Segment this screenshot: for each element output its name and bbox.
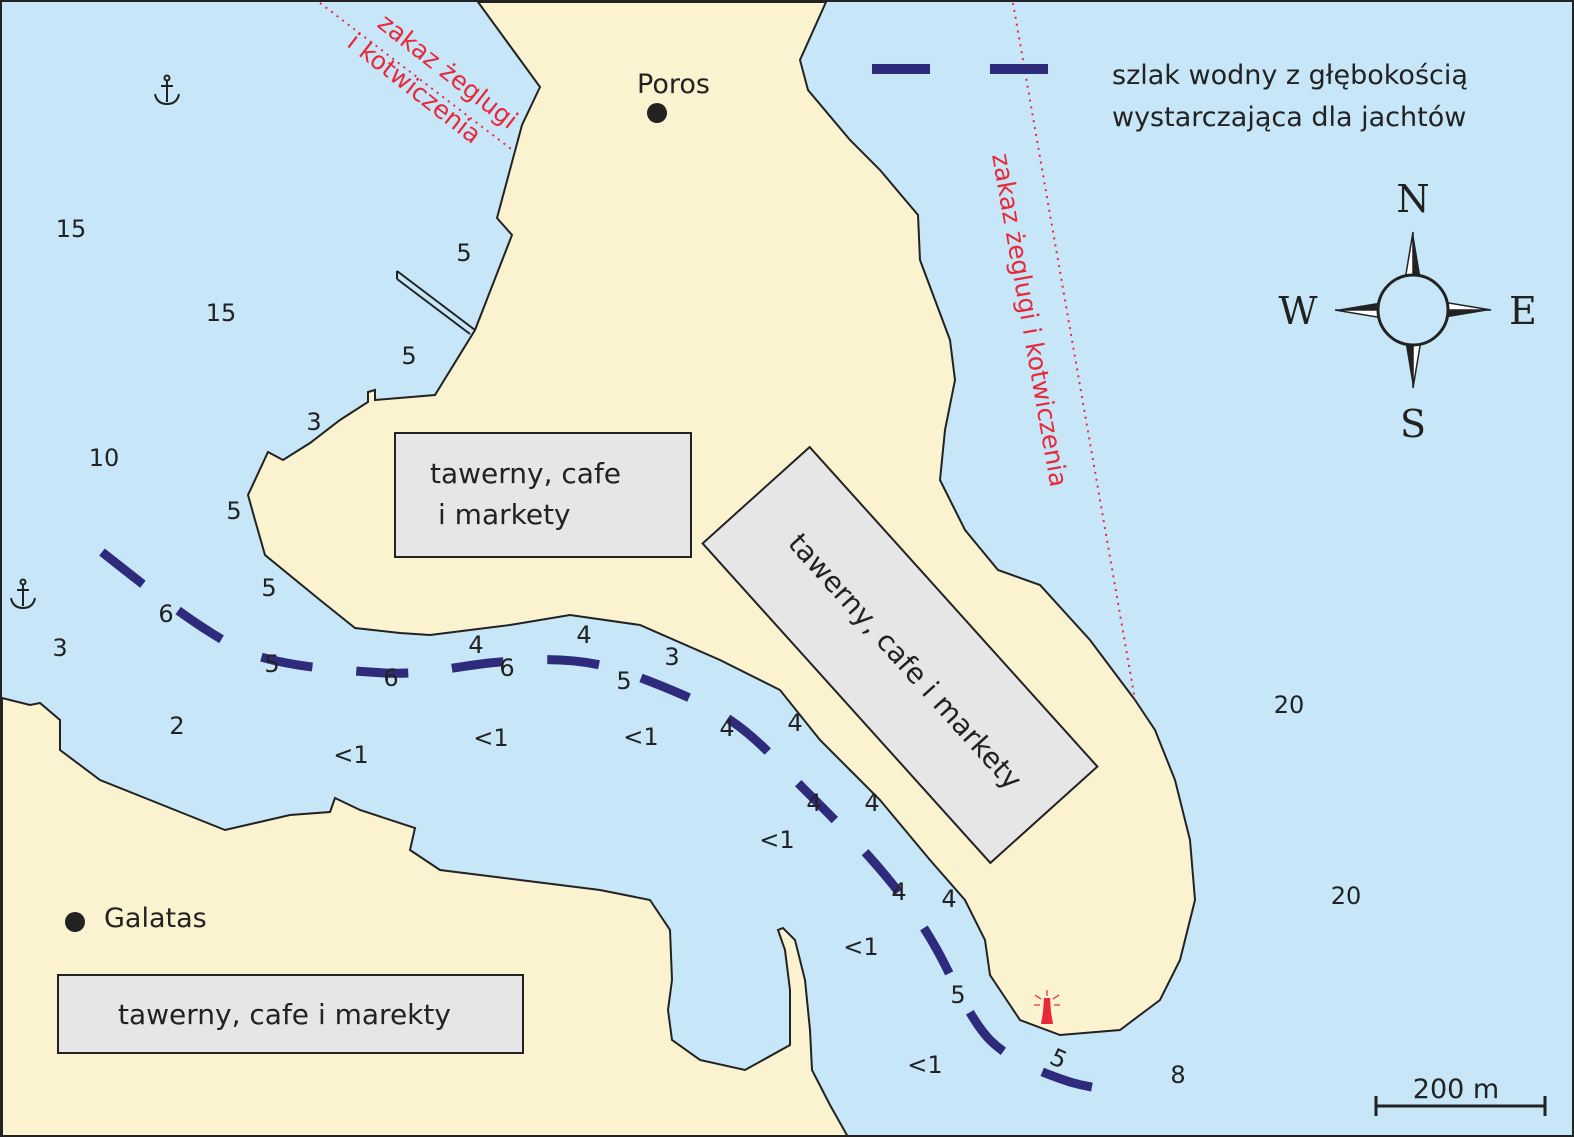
legend-line1: szlak wodny z głębokością (1112, 60, 1468, 91)
legend: szlak wodny z głębokością wystarczająca … (872, 60, 1468, 133)
restricted-zone-line-nw (319, 2, 516, 153)
depth-sounding: 5 (616, 667, 631, 695)
anchor-icon (154, 74, 180, 106)
commercial-box-galatas (57, 974, 524, 1054)
depth-sounding: 4 (941, 885, 956, 913)
depth-sounding: 20 (1274, 691, 1305, 719)
depth-sounding: 6 (499, 654, 514, 682)
compass-east: E (1509, 289, 1537, 333)
commercial-label-poros-west-line1: tawerny, cafe (430, 457, 621, 490)
depth-sounding: <1 (623, 723, 658, 751)
depth-sounding: 5 (261, 574, 276, 602)
legend-line2: wystarczająca dla jachtów (1112, 102, 1466, 133)
compass-west: W (1278, 289, 1317, 333)
depth-sounding: <1 (333, 741, 368, 769)
depth-sounding: 4 (576, 621, 591, 649)
commercial-box-poros-west (394, 432, 692, 558)
depth-sounding: 3 (52, 634, 67, 662)
yacht-waterway-route (99, 548, 1126, 1095)
depth-sounding: 10 (89, 444, 120, 472)
depth-sounding: 8 (1170, 1061, 1185, 1089)
depth-sounding: 2 (169, 712, 184, 740)
scale-label: 200 m (1413, 1074, 1499, 1105)
depth-soundings: 15 15 10 5 5 3 5 5 3 2 6 5 6 4 6 4 3 5 <… (52, 215, 1361, 1089)
depth-sounding: 5 (401, 342, 416, 370)
compass-rose-icon (1334, 231, 1492, 389)
depth-sounding: 5 (264, 650, 279, 678)
depth-sounding: 4 (891, 878, 906, 906)
galatas-town-dot-icon (65, 912, 85, 932)
town-label-galatas: Galatas (104, 903, 207, 934)
depth-sounding: <1 (843, 933, 878, 961)
depth-sounding: 20 (1331, 882, 1362, 910)
town-label-poros: Poros (637, 69, 710, 100)
depth-sounding: 4 (468, 631, 483, 659)
compass-north: N (1396, 177, 1429, 221)
restricted-zone-line-east (1012, 2, 1136, 701)
depth-sounding: 6 (383, 664, 398, 692)
depth-sounding: <1 (759, 826, 794, 854)
depth-sounding: <1 (473, 724, 508, 752)
depth-sounding: 15 (206, 299, 237, 327)
lighthouse-icon (1034, 990, 1060, 1024)
depth-sounding: 4 (787, 709, 802, 737)
depth-sounding: 6 (158, 600, 173, 628)
pier (396, 270, 476, 335)
depth-sounding: 3 (306, 408, 321, 436)
depth-sounding: 5 (950, 981, 965, 1009)
depth-sounding: 5 (456, 239, 471, 267)
scale-bar: 200 m (1374, 1074, 1547, 1116)
anchor-icon (10, 578, 36, 610)
commercial-label-galatas: tawerny, cafe i marekty (118, 998, 451, 1031)
depth-sounding: 4 (864, 789, 879, 817)
depth-sounding: 15 (56, 215, 87, 243)
depth-sounding: <1 (907, 1051, 942, 1079)
commercial-label-poros-west-line2: i markety (438, 498, 571, 531)
poros-town-dot-icon (647, 103, 667, 123)
depth-sounding: 3 (664, 643, 679, 671)
depth-sounding: 5 (226, 497, 241, 525)
depth-sounding: 4 (806, 789, 821, 817)
compass-south: S (1400, 402, 1426, 446)
depth-sounding: 4 (719, 714, 734, 742)
